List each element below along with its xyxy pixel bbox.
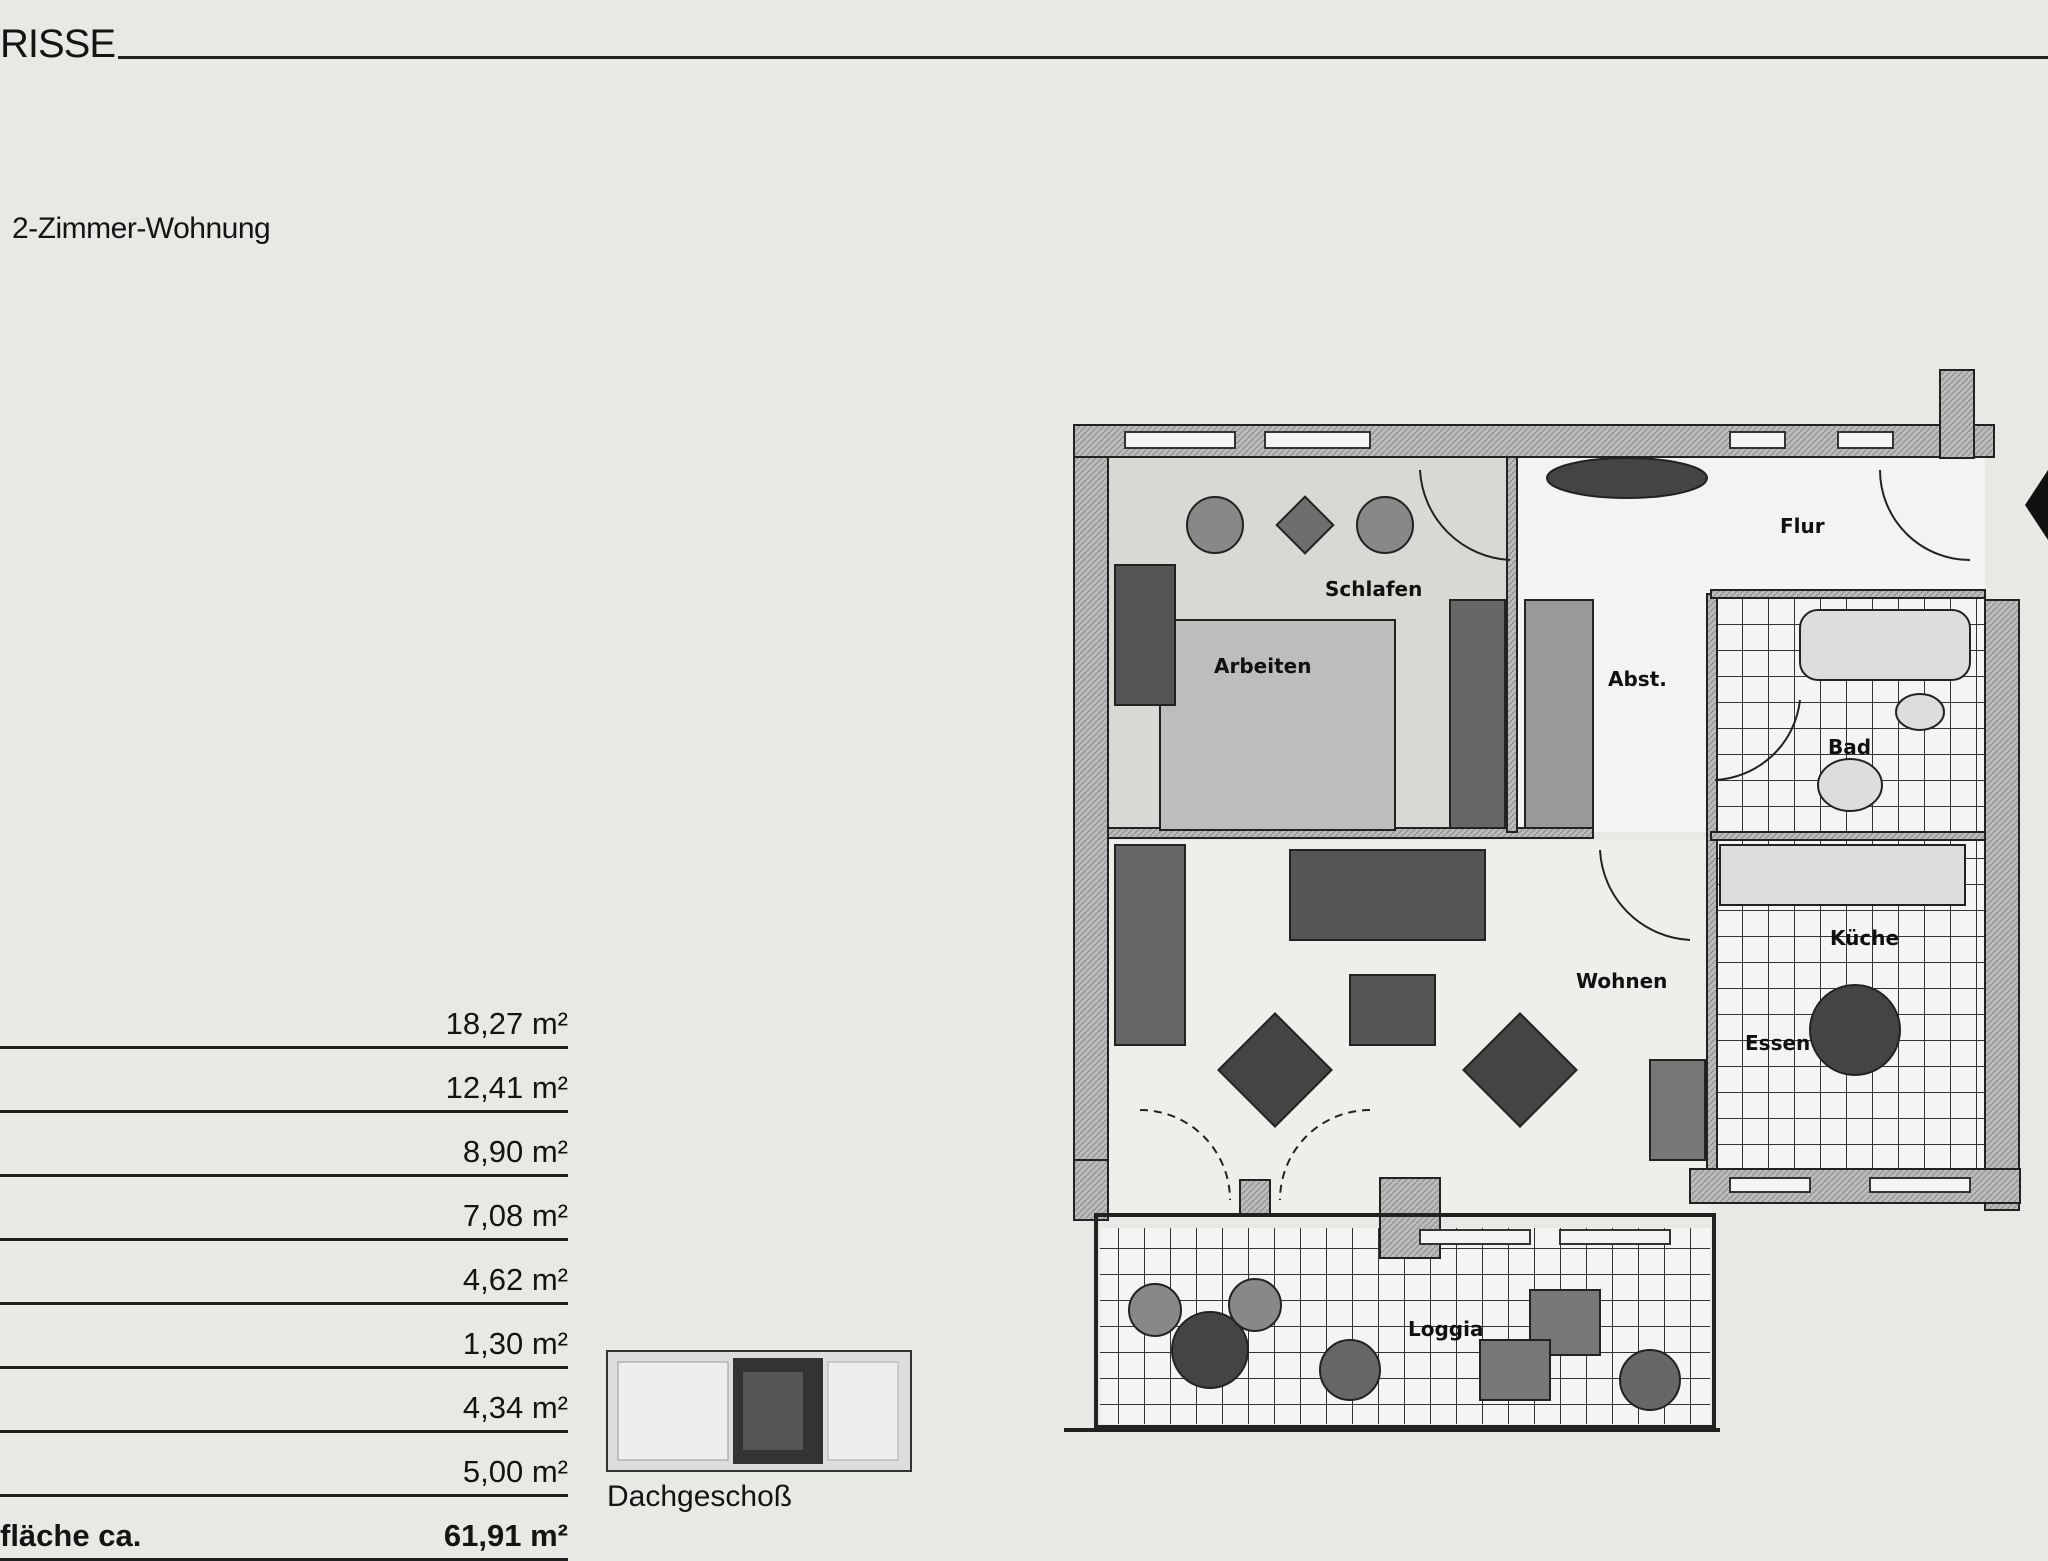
area-row: 4,62 m²: [0, 1241, 568, 1305]
room-label-bad: Bad: [1828, 735, 1871, 759]
thumbnail-label: Dachgeschoß: [607, 1480, 793, 1513]
area-row: 12,41 m²: [0, 1049, 568, 1113]
apartment-type: 2-Zimmer-Wohnung: [12, 212, 271, 245]
area-row: 5,00 m²: [0, 1433, 568, 1497]
area-table: 18,27 m² 12,41 m² 8,90 m² 7,08 m² 4,62 m…: [0, 985, 568, 1561]
furniture: [1114, 457, 1971, 1411]
building-outline-icon: [617, 1358, 899, 1464]
room-label-flur: Flur: [1780, 514, 1825, 538]
area-value: 18,27 m²: [445, 1006, 568, 1041]
area-value: 8,90 m²: [462, 1134, 568, 1169]
area-value: 4,34 m²: [462, 1390, 568, 1425]
room-label-schlafen: Schlafen: [1325, 577, 1422, 601]
area-value: 5,00 m²: [462, 1454, 568, 1489]
location-thumbnail: [606, 1350, 912, 1472]
header-rule: [118, 56, 2048, 59]
section-title: RISSE: [0, 22, 116, 66]
area-row: 7,08 m²: [0, 1177, 568, 1241]
room-label-wohnen: Wohnen: [1576, 969, 1667, 993]
area-row: 18,27 m²: [0, 985, 568, 1049]
area-value: 4,62 m²: [462, 1262, 568, 1297]
area-row: 8,90 m²: [0, 1113, 568, 1177]
area-value: 1,30 m²: [462, 1326, 568, 1361]
area-row: 4,34 m²: [0, 1369, 568, 1433]
entrance-arrow-icon: [2025, 470, 2048, 540]
area-value: 12,41 m²: [445, 1070, 568, 1105]
doors: [1139, 469, 1971, 1201]
room-label-kueche: Küche: [1830, 926, 1899, 950]
area-value: 7,08 m²: [462, 1198, 568, 1233]
area-row: 1,30 m²: [0, 1305, 568, 1369]
room-label-essen: Essen: [1745, 1031, 1810, 1055]
windows: [1124, 431, 1971, 1245]
room-label-abst: Abst.: [1608, 667, 1667, 691]
room-label-loggia: Loggia: [1408, 1317, 1483, 1341]
room-label-arbeiten: Arbeiten: [1214, 654, 1311, 678]
